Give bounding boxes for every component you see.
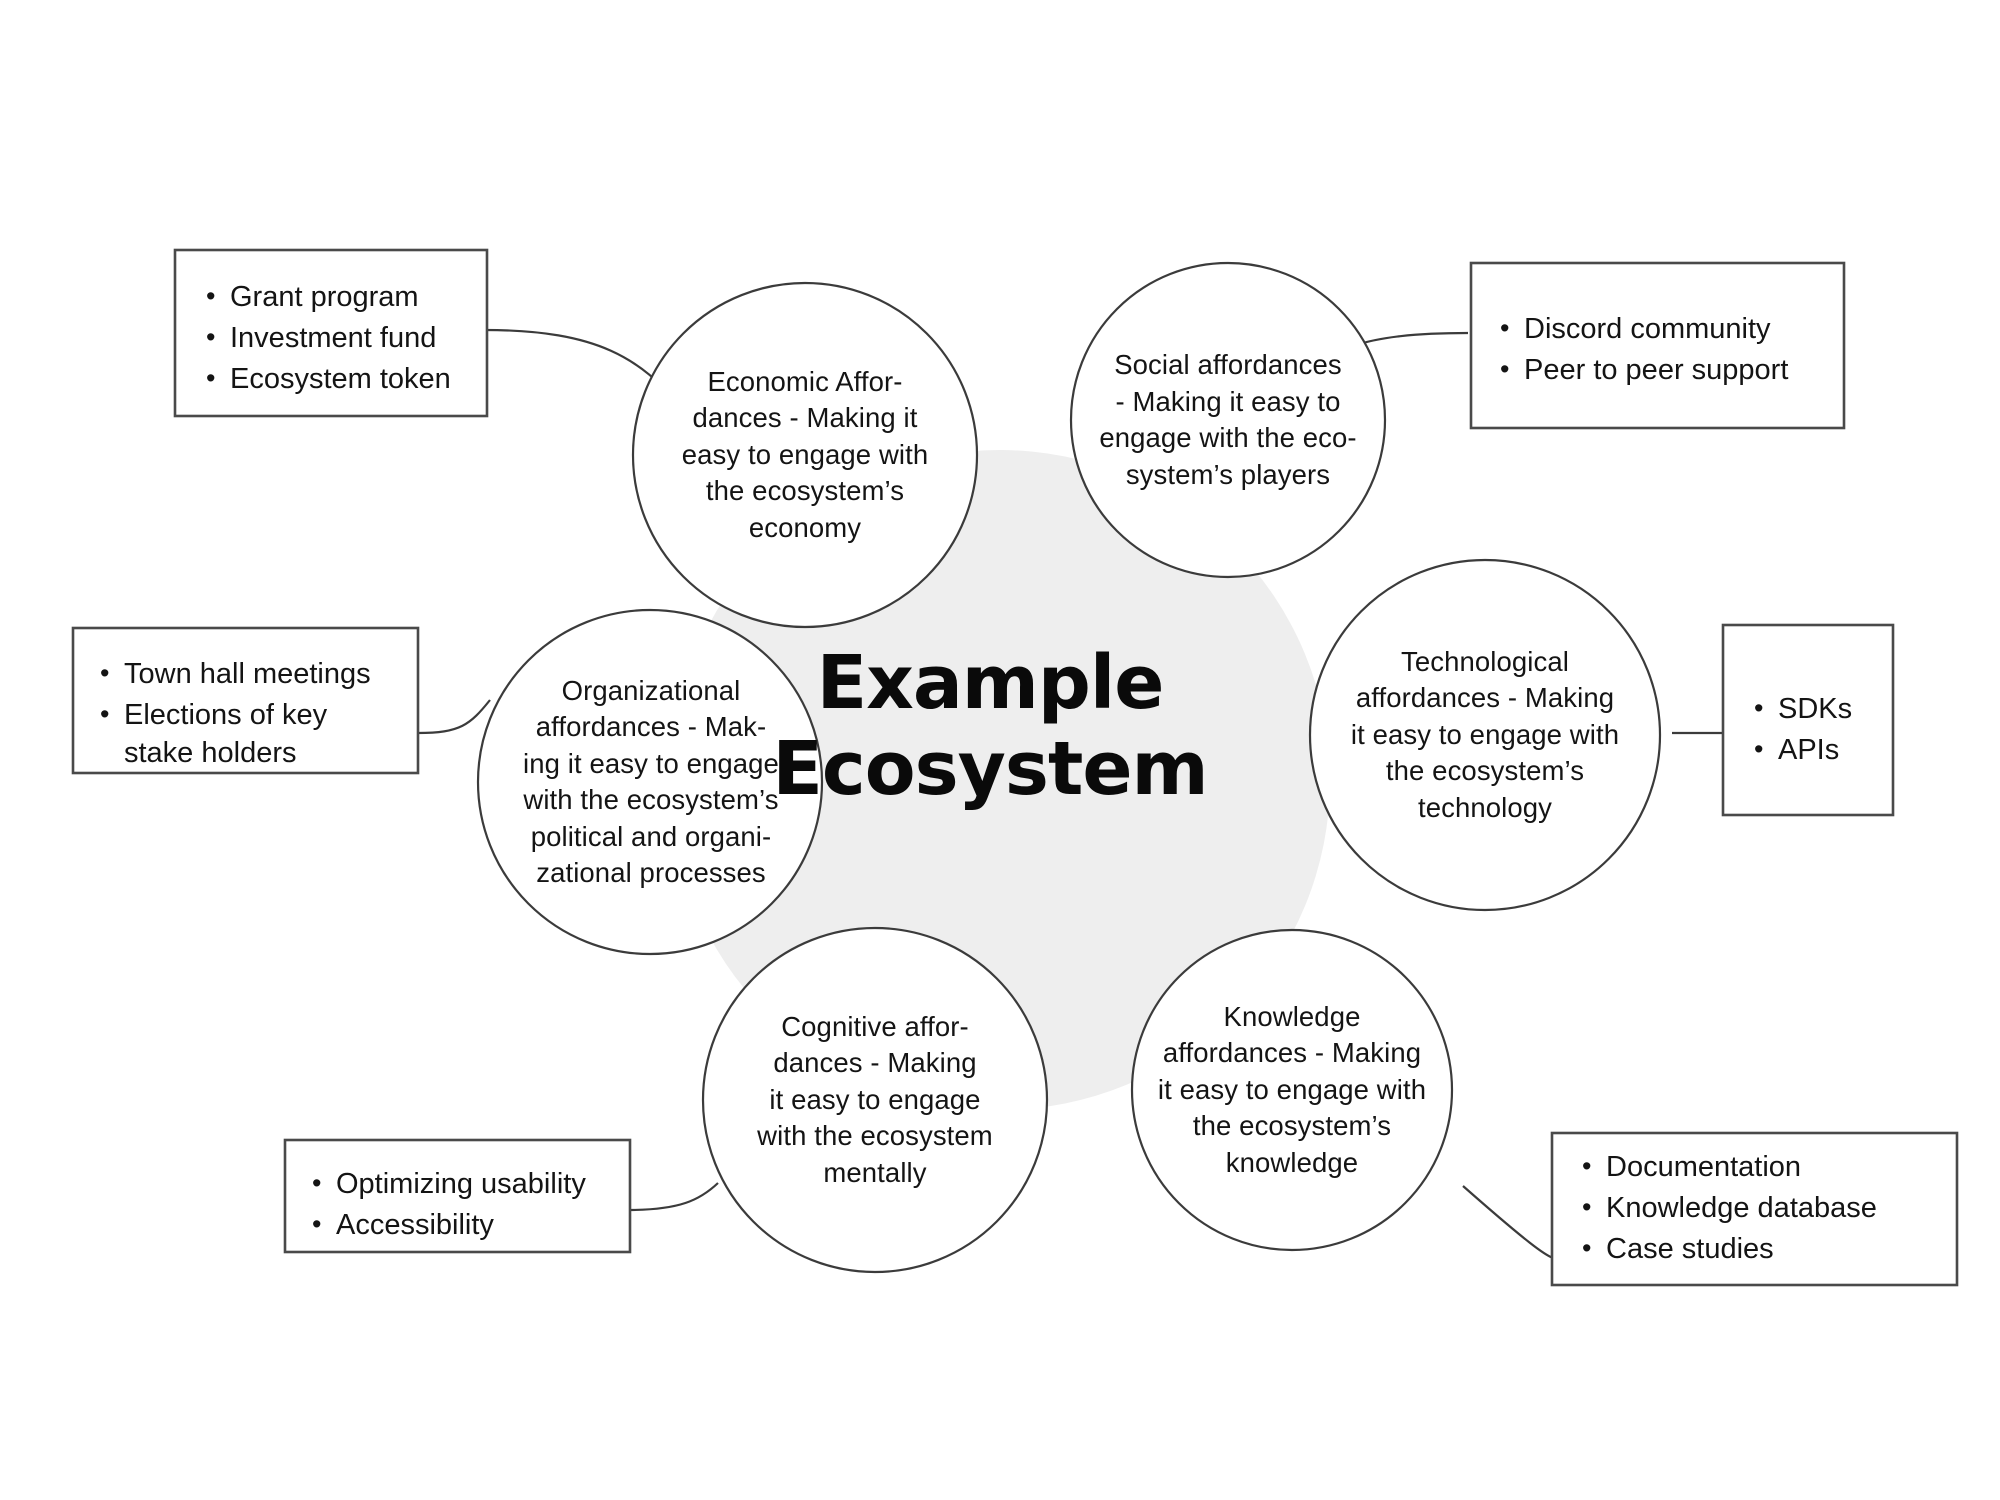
node-label-technological: Technological affordances - Making it ea… — [1350, 645, 1620, 823]
connector-knowledge — [1462, 1185, 1554, 1260]
list-item: Knowledge database — [1580, 1188, 1960, 1227]
node-label-cognitive: Cognitive affor- dances - Making it easy… — [757, 1010, 993, 1188]
list-item: Investment fund — [204, 318, 484, 357]
list-social-examples: Discord communityPeer to peer support — [1498, 309, 1843, 392]
list-organizational-examples: Town hall meetingsElections of key stake… — [98, 654, 398, 775]
node-circle-organizational[interactable] — [476, 608, 824, 956]
list-economic-examples: Grant programInvestment fundEcosystem to… — [204, 277, 484, 401]
list-technological-examples: SDKsAPIs — [1752, 689, 1902, 772]
node-circle-technological[interactable] — [1308, 558, 1662, 912]
list-cognitive-examples: Optimizing usabilityAccessibility — [310, 1164, 630, 1247]
connector-organizational — [417, 699, 491, 735]
node-label-economic: Economic Affor- dances - Making it easy … — [681, 365, 929, 543]
node-label-knowledge: Knowledge affordances - Making it easy t… — [1157, 1000, 1427, 1178]
node-circle-cognitive[interactable] — [701, 926, 1049, 1274]
list-item: Ecosystem token — [204, 359, 484, 398]
node-circle-knowledge[interactable] — [1130, 928, 1454, 1252]
list-item: Accessibility — [310, 1205, 630, 1244]
node-circle-economic[interactable] — [631, 281, 979, 629]
list-knowledge-examples: DocumentationKnowledge databaseCase stud… — [1580, 1147, 1960, 1271]
list-item: APIs — [1752, 730, 1902, 769]
node-label-organizational: Organizational affordances - Mak- ing it… — [523, 674, 779, 889]
list-item: Grant program — [204, 277, 484, 316]
node-circle-social[interactable] — [1069, 261, 1387, 579]
list-item: Case studies — [1580, 1229, 1960, 1268]
page-title: Example Ecosystem — [772, 640, 1208, 812]
list-item: Peer to peer support — [1498, 350, 1843, 389]
list-item: Documentation — [1580, 1147, 1960, 1186]
list-item: Optimizing usability — [310, 1164, 630, 1203]
connector-cognitive — [627, 1182, 719, 1212]
list-item: Discord community — [1498, 309, 1843, 348]
list-item: SDKs — [1752, 689, 1902, 728]
list-item: Town hall meetings — [98, 654, 398, 693]
node-label-social: Social affordances - Making it easy to e… — [1099, 349, 1357, 490]
list-item: Elections of key stake holders — [98, 695, 398, 772]
